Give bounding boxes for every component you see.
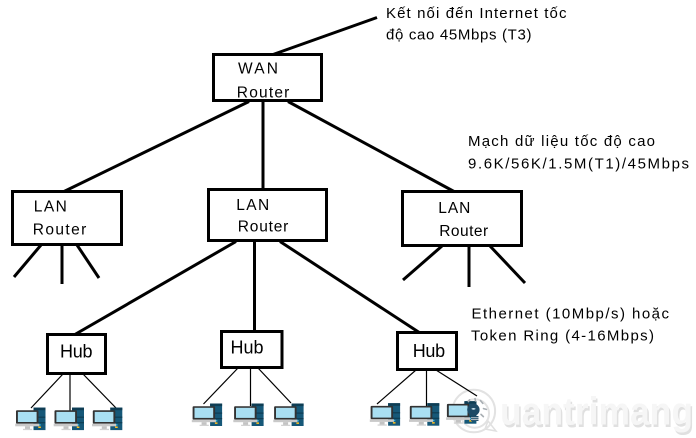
svg-text:độ cao 45Mbps (T3): độ cao 45Mbps (T3) [386,27,532,44]
svg-text:Hub: Hub [60,341,93,361]
svg-text:WAN: WAN [238,61,278,78]
svg-text:Ethernet (10Mbp/s) hoặc: Ethernet (10Mbp/s) hoặc [472,306,670,323]
svg-text:Router: Router [237,85,289,102]
svg-text:Mạch dữ liệu tốc độ cao: Mạch dữ liệu tốc độ cao [468,133,655,150]
svg-text:Token Ring (4-16Mbps): Token Ring (4-16Mbps) [471,328,654,345]
svg-text:uantrimang: uantrimang [502,393,695,436]
svg-text:LAN: LAN [236,197,269,214]
svg-text:Router: Router [33,222,87,239]
svg-text:9.6K/56K/1.5M(T1)/45Mbps: 9.6K/56K/1.5M(T1)/45Mbps [468,155,689,172]
svg-text:LAN: LAN [438,200,470,217]
svg-text:Hub: Hub [413,341,446,361]
svg-text:Kết nối đến Internet tốc: Kết nối đến Internet tốc [386,5,567,22]
svg-text:uantrimang: uantrimang [500,391,693,434]
svg-text:Router: Router [439,223,488,240]
svg-text:LAN: LAN [34,199,67,216]
svg-text:Hub: Hub [231,337,264,357]
svg-text:Router: Router [238,219,288,236]
